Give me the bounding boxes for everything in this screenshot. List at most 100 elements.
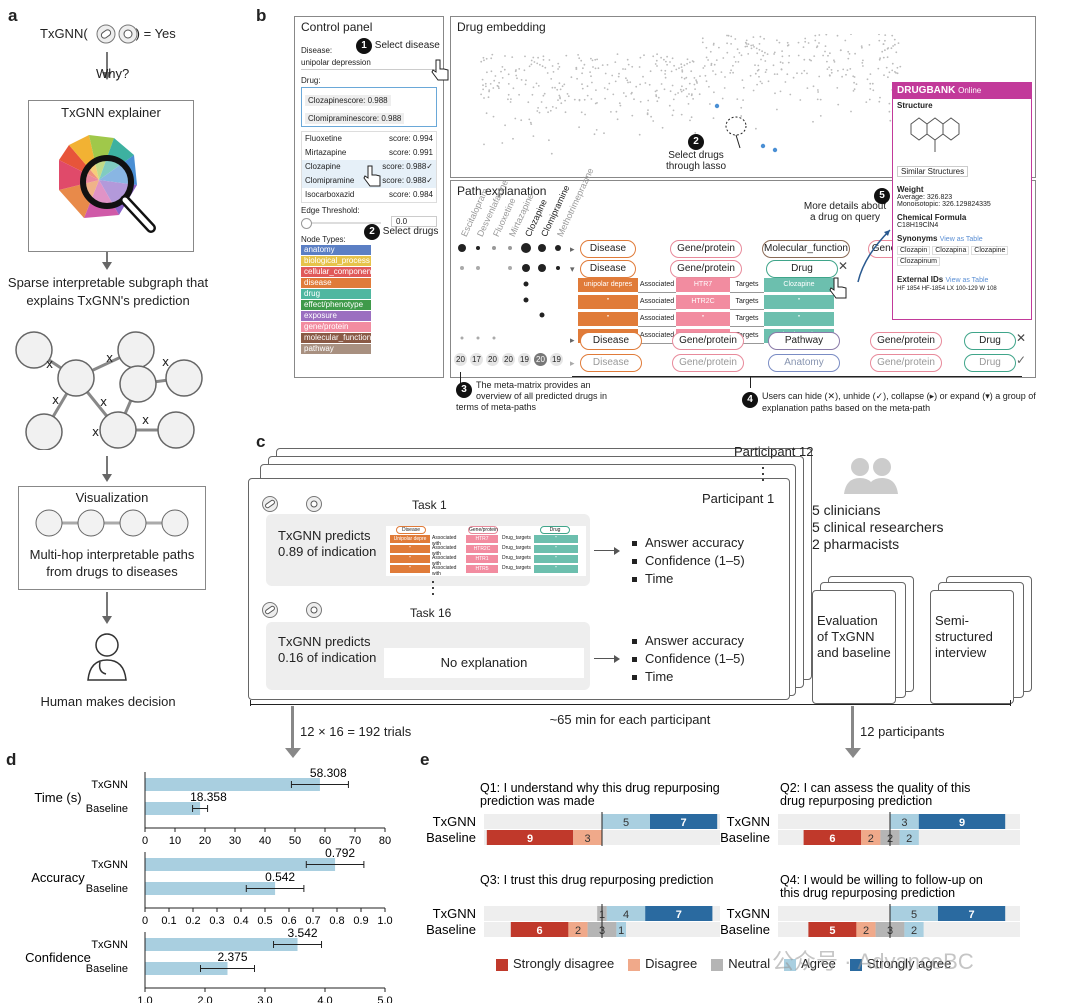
selected-embedding-point[interactable] (714, 103, 720, 109)
task-1-prediction: TxGNN predicts 0.89 of indication (278, 528, 377, 559)
node-gene[interactable]: Gene/protein (870, 332, 942, 350)
slider-handle[interactable] (301, 218, 312, 229)
node-gene[interactable]: Gene/protein (672, 332, 744, 350)
mini-cell: " (534, 545, 578, 553)
embedding-point (683, 64, 686, 67)
mini-cell: Drug_targets (502, 565, 531, 571)
expand-toggle[interactable]: ▸ (570, 358, 575, 368)
edge-threshold-slider[interactable] (301, 222, 381, 224)
segment-count: 2 (863, 925, 869, 937)
node-type-tag[interactable]: drug (301, 289, 371, 299)
node-gene[interactable]: Gene/protein (670, 260, 742, 278)
node-type-tag[interactable]: molecular_function (301, 333, 371, 343)
embedding-point (512, 87, 515, 90)
tick-label: 0 (142, 915, 148, 927)
embedding-point (512, 137, 514, 140)
legend-label: Neutral (728, 956, 771, 971)
embedding-point (881, 50, 884, 53)
embedding-point (501, 66, 504, 68)
embedding-point (660, 69, 663, 72)
panel-b-letter: b (256, 6, 267, 25)
view-as-table-link[interactable]: View as Table (945, 277, 989, 284)
node-type-tag[interactable]: effect/phenotype (301, 300, 371, 310)
node-anatomy[interactable]: Anatomy (768, 354, 840, 372)
node-drug[interactable]: Drug (964, 332, 1016, 350)
subgraph-text: Sparse interpretable subgraph that expla… (7, 275, 209, 308)
embedding-point (488, 89, 491, 91)
mini-cell: HTR5 (466, 565, 498, 573)
hide-icon[interactable]: ✕ (1016, 331, 1027, 345)
node-type-tag[interactable]: cellular_component (301, 267, 373, 277)
drug-option-name: Fluoxetine (305, 134, 342, 143)
view-as-table-link[interactable]: View as Table (939, 236, 983, 243)
meta-matrix[interactable] (452, 238, 576, 374)
embedding-point (833, 61, 836, 63)
edge-threshold-input[interactable]: 0.0 (391, 216, 437, 227)
selected-drug-chip[interactable]: Clomipraminescore: 0.988 (305, 113, 405, 124)
embedding-point (492, 87, 495, 89)
selected-embedding-point[interactable] (760, 143, 766, 149)
embedding-point (671, 57, 674, 60)
embedding-point (616, 118, 619, 121)
embedding-point (483, 143, 485, 146)
node-disease[interactable]: Disease (580, 332, 642, 350)
node-pathway[interactable]: Pathway (768, 332, 840, 350)
collapse-toggle[interactable]: ▾ (570, 264, 575, 274)
embedding-point (559, 97, 561, 100)
similar-structures-button[interactable]: Similar Structures (897, 166, 969, 177)
node-type-tag[interactable]: disease (301, 278, 371, 288)
embedding-scatter[interactable] (451, 33, 1035, 174)
task-1-label: Task 1 (412, 498, 447, 512)
node-type-tag[interactable]: exposure (301, 311, 371, 321)
node-type-tag[interactable]: biological_process (301, 256, 371, 266)
measure-label: Confidence (1–5) (645, 553, 745, 568)
embedding-point (817, 91, 819, 93)
expand-toggle[interactable]: ▸ (570, 244, 575, 254)
embedding-point (483, 59, 485, 62)
segment-count: 9 (959, 817, 965, 829)
selected-drug-chip[interactable]: Clozapinescore: 0.988 (305, 95, 391, 106)
path-row[interactable]: " Associated HTR2C Targets " (578, 295, 838, 312)
node-disease[interactable]: Disease (580, 240, 636, 258)
embedding-point (631, 65, 634, 68)
step-2-callout: 2 Select drugs (364, 224, 438, 240)
node-type-tag[interactable]: gene/protein (301, 322, 371, 332)
question-title: this drug repurposing prediction (780, 886, 955, 900)
embedding-point (736, 48, 739, 51)
tick-label: 0.1 (161, 915, 176, 927)
selected-embedding-point[interactable] (772, 147, 778, 153)
embedding-point (546, 72, 549, 74)
disease-select[interactable]: unipolar depression (301, 58, 437, 70)
path-row[interactable]: unipolar depres Associated HTR7 Targets … (578, 278, 838, 295)
edge-threshold-label: Edge Threshold: (301, 206, 360, 215)
embedding-point (877, 67, 880, 70)
node-gene[interactable]: Gene/protein (672, 354, 744, 372)
path-row[interactable]: " Associated " Targets " (578, 312, 838, 329)
node-type-tag[interactable]: anatomy (301, 245, 371, 255)
panel-c-letter: c (256, 432, 266, 451)
node-disease[interactable]: Disease (580, 260, 636, 278)
node-gene[interactable]: Gene/protein (870, 354, 942, 372)
embedding-point (524, 83, 527, 86)
node-disease[interactable]: Disease (580, 354, 642, 372)
drug-multiselect[interactable]: Clozapinescore: 0.988 Clomipraminescore:… (301, 87, 437, 127)
embedding-point (883, 74, 885, 77)
meta-matrix-headers: Escitalopram Desvenlafaxine Fluoxetine M… (455, 166, 615, 240)
embedding-point (701, 41, 704, 44)
embedding-point (800, 72, 803, 75)
expand-toggle[interactable]: ▸ (570, 335, 575, 345)
node-gene[interactable]: Gene/protein (670, 240, 742, 258)
node-type-tag[interactable]: pathway (301, 344, 371, 354)
node-drug[interactable]: Drug (766, 260, 838, 278)
embedding-point (537, 107, 539, 109)
path-disease: " (578, 295, 638, 309)
unhide-icon[interactable]: ✓ (1016, 353, 1027, 367)
node-drug[interactable]: Drug (964, 354, 1016, 372)
panel-e-letter: e (420, 750, 430, 769)
embedding-point (586, 85, 589, 88)
node-molecular-function[interactable]: Molecular_function (762, 240, 850, 258)
hide-icon[interactable]: ✕ (838, 259, 849, 273)
